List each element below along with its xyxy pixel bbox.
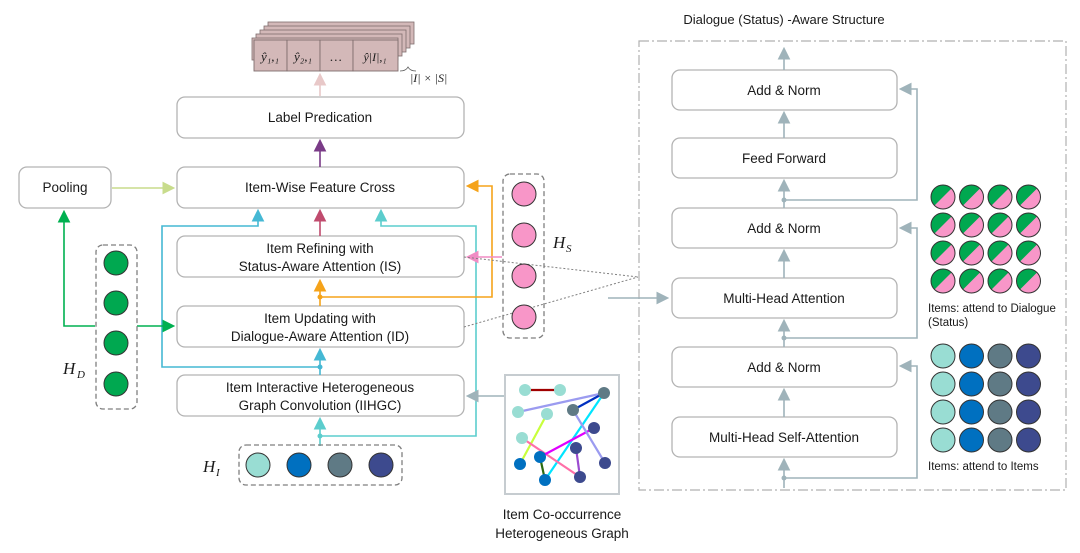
split-circle — [959, 268, 984, 294]
arrow-hd-to-pooling — [57, 209, 95, 327]
feed-forward-label: Feed Forward — [742, 151, 826, 166]
item-circle — [1016, 399, 1041, 425]
item-attention-grid — [930, 343, 1041, 453]
feature-cross-label: Item-Wise Feature Cross — [245, 180, 395, 195]
arrow-iihgc-skip-to-cross — [161, 208, 320, 368]
hd-symbol: H — [62, 359, 77, 378]
label-predication-box[interactable] — [176, 96, 465, 139]
item-circle — [1016, 427, 1041, 453]
item-circle — [987, 427, 1013, 453]
output-tensor: ŷ₁,₁ ŷ₂,₁ … ŷ|I|,₁ |I| × |S| — [251, 21, 447, 85]
arrow-id-skip-to-cross — [320, 179, 493, 298]
split-circle — [987, 240, 1013, 266]
hi-symbol: H — [202, 457, 217, 476]
item-refining-label-line1: Item Refining with — [266, 241, 373, 256]
hd-subscript: D — [76, 369, 85, 381]
split-circle — [1016, 184, 1041, 210]
split-circle — [930, 240, 956, 266]
item-circle — [959, 343, 984, 369]
item-refining-label-line2: Status-Aware Attention (IS) — [239, 259, 402, 274]
add-norm-top-label: Add & Norm — [747, 83, 821, 98]
split-circle — [930, 212, 956, 238]
tensor-cell-label: ŷ|I|,₁ — [362, 50, 386, 64]
split-circle — [987, 212, 1013, 238]
split-circle — [930, 184, 956, 210]
multi-head-self-attention-label: Multi-Head Self-Attention — [709, 430, 859, 445]
add-norm-mid-label: Add & Norm — [747, 221, 821, 236]
split-circle — [1016, 240, 1041, 266]
graph-caption-line1: Item Co-occurrence — [503, 507, 622, 522]
zoom-guide-line — [463, 276, 639, 328]
item-circle — [959, 427, 984, 453]
item-embeddings: H I — [202, 444, 403, 486]
brace-icon — [399, 66, 417, 72]
hs-subscript: S — [566, 243, 572, 255]
tensor-cell — [319, 39, 354, 72]
tensor-shape-label: |I| × |S| — [410, 71, 447, 85]
tensor-cell-label: ŷ₂,₁ — [292, 49, 312, 64]
tensor-cell-label: … — [330, 49, 342, 64]
item-circle — [1016, 371, 1041, 397]
split-circle — [1016, 212, 1041, 238]
iihgc-label-line2: Graph Convolution (IIHGC) — [239, 398, 402, 413]
pooling-box[interactable] — [18, 166, 112, 209]
dialogue-embeddings: H D — [62, 244, 138, 410]
transformer-stack: Add & Norm Feed Forward Add & Norm Multi… — [671, 46, 918, 488]
cooccurrence-graph: Item Co-occurrence Heterogeneous Graph — [495, 374, 629, 541]
right-panel-frame — [638, 40, 1067, 491]
item-circle — [930, 399, 956, 425]
label-predication-label: Label Predication — [268, 110, 372, 125]
split-circle — [959, 184, 984, 210]
split-circle — [930, 268, 956, 294]
split-circle — [987, 268, 1013, 294]
tensor-cell — [253, 39, 288, 72]
legend-items: Items: attend to Items — [928, 461, 1039, 473]
item-circle — [930, 371, 956, 397]
item-circle — [987, 371, 1013, 397]
tensor-cell-label: ŷ₁,₁ — [259, 49, 279, 64]
item-circle — [987, 343, 1013, 369]
legend-status-line2: (Status) — [928, 317, 968, 329]
item-circle — [1016, 343, 1041, 369]
split-circle — [987, 184, 1013, 210]
split-circle — [959, 212, 984, 238]
item-updating-label-line2: Dialogue-Aware Attention (ID) — [231, 329, 409, 344]
zoom-guide-line — [463, 256, 639, 278]
item-circle — [959, 399, 984, 425]
status-embeddings: H S — [502, 173, 572, 339]
legend-status-line1: Items: attend to Dialogue — [928, 303, 1056, 315]
add-norm-bottom-label: Add & Norm — [747, 360, 821, 375]
pooling-label: Pooling — [42, 180, 87, 195]
split-circle — [959, 240, 984, 266]
arrow-hi-skip-to-cross — [320, 208, 477, 437]
item-updating-label-line1: Item Updating with — [264, 311, 376, 326]
multi-head-attention-label: Multi-Head Attention — [723, 291, 845, 306]
right-panel-title: Dialogue (Status) -Aware Structure — [683, 12, 884, 27]
split-circle — [1016, 268, 1041, 294]
tensor-cell — [352, 39, 399, 72]
item-circle — [987, 399, 1013, 425]
iihgc-label-line1: Item Interactive Heterogeneous — [226, 380, 415, 395]
hs-symbol: H — [552, 233, 567, 252]
graph-caption-line2: Heterogeneous Graph — [495, 526, 629, 541]
hi-subscript: I — [215, 467, 221, 479]
item-circle — [930, 343, 956, 369]
item-circle — [959, 371, 984, 397]
item-circle — [930, 427, 956, 453]
status-attention-grid — [930, 184, 1041, 294]
